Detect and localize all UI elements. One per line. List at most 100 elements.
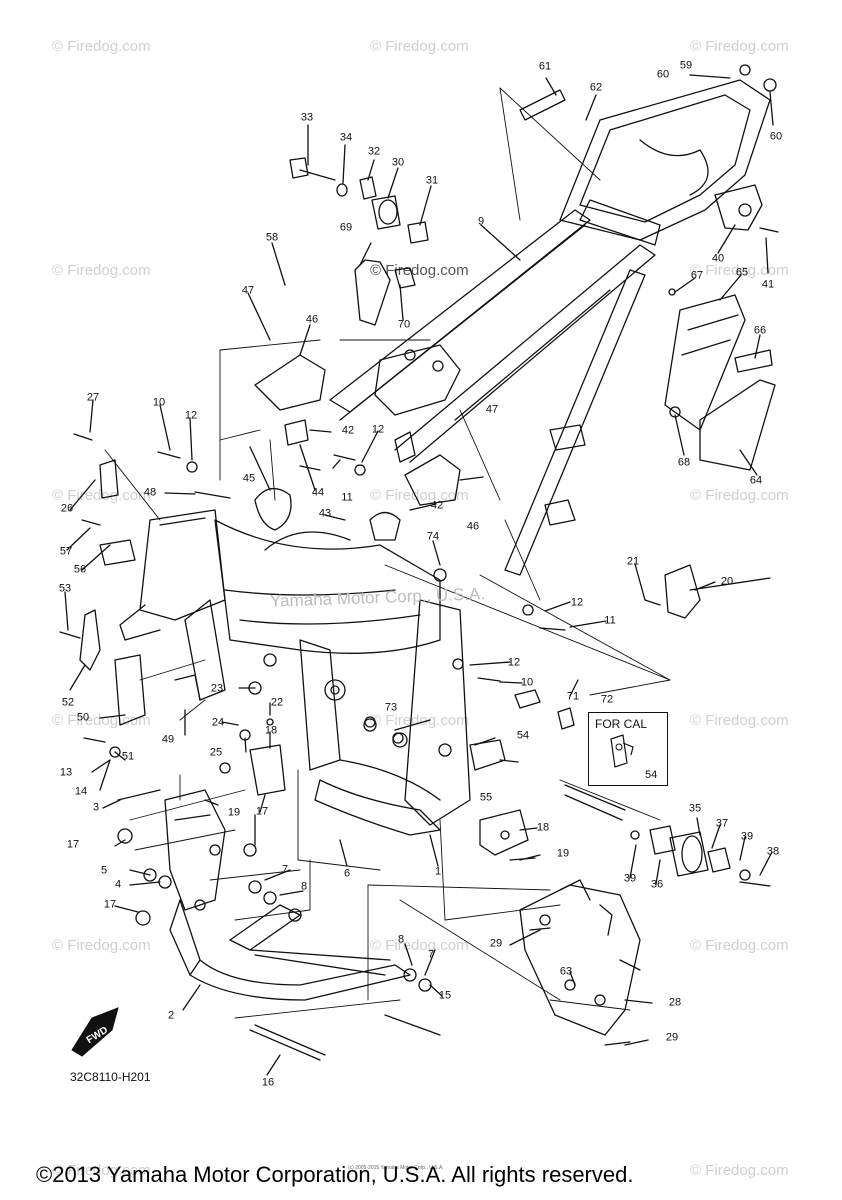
callout-40[interactable]: 40 (711, 252, 725, 265)
callout-61[interactable]: 61 (538, 60, 552, 73)
callout-24[interactable]: 24 (211, 716, 225, 729)
callout-27[interactable]: 27 (86, 391, 100, 404)
callout-25[interactable]: 25 (209, 746, 223, 759)
callout-19[interactable]: 19 (227, 806, 241, 819)
callout-11b[interactable]: 11 (604, 614, 616, 627)
callout-46[interactable]: 46 (305, 313, 319, 326)
callout-10[interactable]: 10 (152, 396, 166, 409)
callout-72[interactable]: 72 (600, 693, 614, 706)
callout-48[interactable]: 48 (143, 486, 157, 499)
callout-45[interactable]: 45 (242, 472, 256, 485)
callout-13[interactable]: 13 (59, 766, 73, 779)
watermark: © Firedog.com (690, 487, 789, 504)
callout-29b[interactable]: 29 (665, 1031, 679, 1044)
callout-56[interactable]: 56 (73, 563, 87, 576)
callout-8b[interactable]: 8 (397, 933, 405, 946)
watermark: © Firedog.com (690, 38, 789, 55)
callout-16[interactable]: 16 (261, 1076, 275, 1089)
callout-12[interactable]: 12 (184, 409, 198, 422)
callout-34[interactable]: 34 (339, 131, 353, 144)
callout-12d[interactable]: 12 (507, 656, 521, 669)
callout-31[interactable]: 31 (425, 174, 439, 187)
callout-17c[interactable]: 17 (255, 805, 269, 818)
callout-17b[interactable]: 17 (103, 898, 117, 911)
callout-26[interactable]: 26 (60, 502, 74, 515)
callout-50[interactable]: 50 (76, 711, 90, 724)
callout-18b[interactable]: 18 (536, 821, 550, 834)
callout-14[interactable]: 14 (74, 785, 88, 798)
callout-47[interactable]: 47 (241, 284, 255, 297)
callout-36[interactable]: 36 (650, 878, 664, 891)
callout-51[interactable]: 51 (121, 750, 135, 763)
callout-47b[interactable]: 47 (485, 403, 499, 416)
callout-35[interactable]: 35 (688, 802, 702, 815)
callout-43[interactable]: 43 (318, 507, 332, 520)
callout-20[interactable]: 20 (720, 575, 734, 588)
callout-65[interactable]: 65 (735, 266, 749, 279)
for-cal-part-number: 54 (645, 769, 658, 781)
callout-12c[interactable]: 12 (570, 596, 584, 609)
callout-4[interactable]: 4 (114, 878, 122, 891)
callout-69[interactable]: 69 (339, 221, 353, 234)
callout-70[interactable]: 70 (397, 318, 411, 331)
callout-22[interactable]: 22 (270, 696, 284, 709)
callout-7[interactable]: 7 (281, 863, 289, 876)
callout-1[interactable]: 1 (434, 865, 442, 878)
callout-5[interactable]: 5 (100, 864, 108, 877)
callout-73[interactable]: 73 (384, 701, 398, 714)
callout-39b[interactable]: 39 (623, 872, 637, 885)
callout-42[interactable]: 42 (341, 424, 355, 437)
callout-10b[interactable]: 10 (520, 676, 534, 689)
watermark: © Firedog.com (52, 712, 151, 729)
callout-64[interactable]: 64 (749, 474, 763, 487)
callout-18[interactable]: 18 (264, 724, 278, 737)
callout-53[interactable]: 53 (58, 582, 72, 595)
callout-60b[interactable]: 60 (769, 130, 783, 143)
callout-6[interactable]: 6 (343, 867, 351, 880)
callout-32[interactable]: 32 (367, 145, 381, 158)
callout-30[interactable]: 30 (391, 156, 405, 169)
callout-39[interactable]: 39 (740, 830, 754, 843)
callout-49[interactable]: 49 (161, 733, 175, 746)
for-cal-bracket-drawing (610, 734, 634, 768)
callout-58[interactable]: 58 (265, 231, 279, 244)
callout-55[interactable]: 55 (479, 791, 493, 804)
callout-71[interactable]: 71 (566, 690, 580, 703)
callout-52[interactable]: 52 (61, 696, 75, 709)
callout-2[interactable]: 2 (167, 1009, 175, 1022)
callout-60[interactable]: 60 (656, 68, 670, 81)
callout-63[interactable]: 63 (559, 965, 573, 978)
callout-37[interactable]: 37 (715, 817, 729, 830)
callout-19b[interactable]: 19 (556, 847, 570, 860)
callout-3[interactable]: 3 (92, 801, 100, 814)
callout-74[interactable]: 74 (426, 530, 440, 543)
callout-9[interactable]: 9 (477, 215, 485, 228)
callout-54[interactable]: 54 (516, 729, 530, 742)
callout-68[interactable]: 68 (677, 456, 691, 469)
watermark: © Firedog.com (370, 262, 469, 279)
callout-17[interactable]: 17 (66, 838, 80, 851)
callout-59[interactable]: 59 (679, 59, 693, 72)
watermark: © Firedog.com (690, 1162, 789, 1179)
callout-12b[interactable]: 12 (371, 423, 385, 436)
callout-33[interactable]: 33 (300, 111, 314, 124)
callout-66[interactable]: 66 (753, 324, 767, 337)
callout-67[interactable]: 67 (690, 269, 704, 282)
callout-11[interactable]: 11 (341, 491, 353, 504)
callout-41[interactable]: 41 (761, 278, 775, 291)
callout-7b[interactable]: 7 (427, 948, 435, 961)
callout-57[interactable]: 57 (59, 545, 73, 558)
callout-38[interactable]: 38 (766, 845, 780, 858)
callout-28[interactable]: 28 (668, 996, 682, 1009)
callout-29[interactable]: 29 (489, 937, 503, 950)
callout-15[interactable]: 15 (438, 989, 452, 1002)
callout-21[interactable]: 21 (626, 555, 640, 568)
callout-62[interactable]: 62 (589, 81, 603, 94)
callout-42b[interactable]: 42 (430, 499, 444, 512)
callout-46b[interactable]: 46 (466, 520, 480, 533)
callout-44[interactable]: 44 (311, 486, 325, 499)
callout-23[interactable]: 23 (210, 682, 224, 695)
callout-8[interactable]: 8 (300, 880, 308, 893)
